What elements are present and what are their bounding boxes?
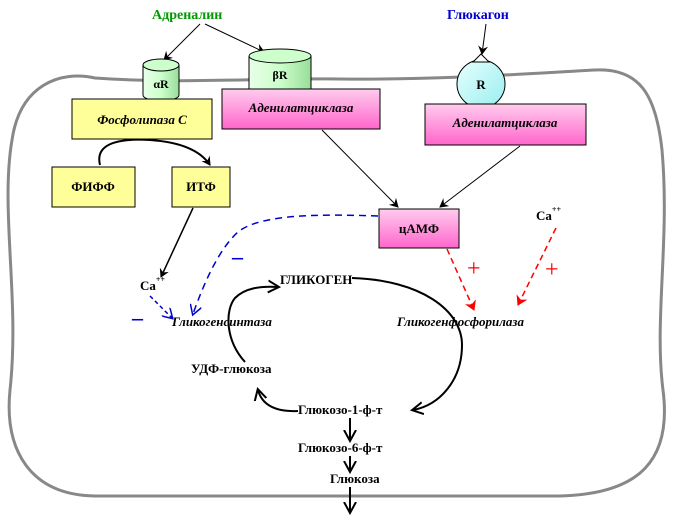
minus-sign-2: – <box>131 305 144 330</box>
cell-membrane <box>6 68 666 498</box>
camp-box <box>378 208 460 249</box>
arrow-g1p-udpg <box>258 390 299 413</box>
arrow-glycogen-g1p <box>351 277 464 410</box>
arrow-udpg-glycogen <box>227 287 278 363</box>
phospholipase-c-box <box>71 98 213 140</box>
glucagon-label: Глюкагон <box>447 8 509 23</box>
glucagon-receptor: R <box>456 53 506 109</box>
adenylate-cyclase-label-2: Аденилатциклаза <box>452 115 558 130</box>
g1p-label: Глюкозо-1-ф-т <box>298 402 383 417</box>
ca-right-label: Ca++ <box>536 205 561 223</box>
beta-receptor: βR <box>248 48 312 96</box>
activate-ca-phosphorylase <box>516 227 557 306</box>
glycogen-label: ГЛИКОГЕН <box>280 272 352 287</box>
glucagon-receptor-label: R <box>476 77 486 92</box>
beta-receptor-label: βR <box>273 68 288 82</box>
arrow-adrenalin-alpha <box>163 23 201 61</box>
glycogen-phosphorylase-label: Гликогенфосфорилаза <box>396 314 524 329</box>
g6p-label: Глюкозо-6-ф-т <box>298 440 383 455</box>
alpha-receptor-label: αR <box>153 77 169 91</box>
arrow-ac1-camp <box>321 129 399 208</box>
pip2-box <box>51 166 136 208</box>
plus-sign-1: + <box>467 256 481 282</box>
adenylate-cyclase-box-2 <box>424 103 587 146</box>
glycogen-synthase-label: Гликогенсинтаза <box>171 314 272 329</box>
ip3-label: ИТФ <box>186 179 216 194</box>
pip2-label: ФИФФ <box>71 179 115 194</box>
arrow-ac2-camp <box>439 145 521 208</box>
ca-left-label: Ca++ <box>140 275 165 293</box>
plus-sign-2: + <box>545 257 559 283</box>
arrow-ip3-ca <box>159 207 194 278</box>
activate-camp-phosphorylase <box>446 248 476 311</box>
ip3-box <box>171 166 231 208</box>
udp-glucose-label: УДФ-глюкоза <box>191 361 272 376</box>
adenylate-cyclase-box-1 <box>221 88 381 130</box>
arrow-glucagon-r <box>478 23 489 55</box>
alpha-receptor: αR <box>142 58 180 102</box>
adrenalin-label: Адреналин <box>152 8 222 23</box>
inhibit-camp-synthase <box>193 214 379 314</box>
arrow-adrenalin-beta <box>204 23 265 54</box>
camp-label: цАМФ <box>399 221 439 236</box>
inhibit-ca-synthase <box>149 295 172 318</box>
arrow-pip2-ip3 <box>98 138 211 166</box>
minus-sign-1: – <box>231 244 244 269</box>
glucose-label: Глюкоза <box>330 471 380 486</box>
phospholipase-c-label: Фосфолипаза С <box>97 112 187 127</box>
adenylate-cyclase-label-1: Аденилатциклаза <box>248 100 354 115</box>
